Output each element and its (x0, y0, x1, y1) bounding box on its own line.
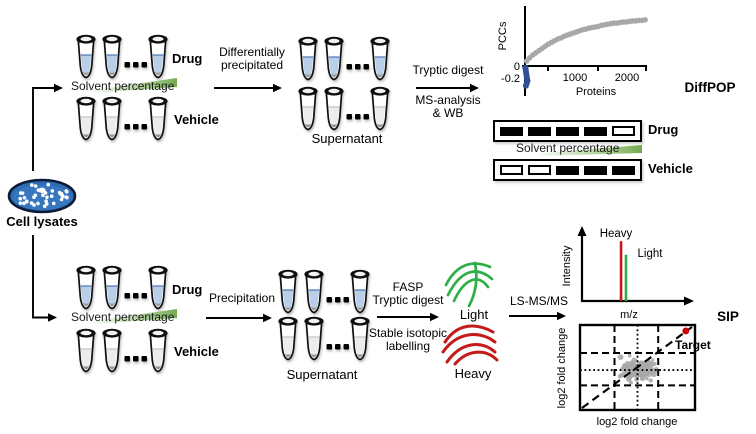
fold-plot-frame (578, 323, 697, 412)
supernatant-label: Supernatant (311, 131, 383, 146)
gel-band-filled (556, 126, 579, 136)
pcc-data-points (522, 17, 648, 89)
step-fasp-line2: Tryptic digest (372, 293, 444, 307)
gel-band-filled (584, 126, 607, 136)
fold-target-point (682, 327, 690, 335)
pcc-ytick-neg02: -0.2 (501, 73, 520, 85)
light-label: Light (459, 307, 489, 322)
supernatant-drug-row (297, 36, 391, 81)
arrow-lsms (509, 311, 566, 321)
vehicle-row-label: Vehicle (174, 112, 219, 127)
ms-spectrum-plot: Heavy Light Intensity m/z (561, 226, 694, 321)
step-tryptic-line2: MS-analysis (415, 93, 481, 107)
solvent-gradient-wedge (93, 309, 177, 324)
sip-title: SIP (717, 309, 739, 324)
light-peptides-icon (444, 261, 494, 308)
arrow-lysates-to-diffpop (32, 83, 63, 171)
arrow-tryptic-digest (416, 83, 479, 93)
gel-band-filled (584, 165, 607, 175)
pcc-ylabel: PCCs (497, 21, 509, 50)
gel-lane-drug (493, 120, 642, 142)
fold-xlabel: log2 fold change (597, 416, 678, 428)
gel-band-open (612, 126, 635, 136)
step-diff-precip-line2: precipitated (220, 58, 284, 72)
pcc-xtick-1000: 1000 (563, 72, 587, 84)
solvent-percentage-label: Solvent percentage (71, 310, 175, 324)
gel-drug-label: Drug (648, 122, 679, 137)
cell-dots (18, 182, 69, 208)
step-fasp-line1: FASP (392, 280, 424, 294)
fold-ylabel: log2 fold change (556, 328, 568, 409)
fold-cloud-points (617, 353, 659, 385)
diffpop-title: DiffPOP (684, 80, 736, 95)
step-tryptic-line1: Tryptic digest (412, 63, 484, 77)
ms-xlabel: m/z (620, 309, 638, 321)
arrow-lysates-to-sip (32, 235, 57, 322)
gel-band-filled (528, 126, 551, 136)
ms-ylabel: Intensity (561, 245, 573, 286)
supernatant-drug-row (277, 269, 371, 314)
supernatant-label: Supernatant (286, 367, 358, 382)
gel-solvent-label: Solvent percentage (516, 141, 620, 155)
gel-band-filled (556, 165, 579, 175)
fold-change-plot: Target log2 fold change log2 fold change (556, 323, 711, 428)
ms-peaks (619, 241, 628, 301)
heavy-peptides-icon (441, 324, 499, 366)
pcc-xlabel: Proteins (576, 86, 617, 98)
arrow-fasp (377, 312, 439, 322)
supernatant-vehicle-row (277, 316, 371, 361)
step-lsms-label: LS-MS/MS (509, 294, 568, 308)
fold-threshold-lines (580, 325, 695, 410)
ms-light-label: Light (638, 248, 664, 260)
gel-band-filled (612, 165, 635, 175)
pcc-ytick-0: 0 (514, 61, 520, 73)
solvent-percentage-label: Solvent percentage (71, 79, 175, 93)
drug-row-label: Drug (172, 51, 203, 66)
heavy-label: Heavy (454, 366, 492, 381)
supernatant-vehicle-row (297, 86, 391, 131)
fold-target-label: Target (675, 338, 711, 352)
arrow-differential-precipitation (214, 83, 282, 93)
drug-tube-row (75, 34, 169, 79)
ms-axes (577, 226, 694, 306)
gel-lane-vehicle (493, 159, 642, 181)
petri-dish (7, 178, 77, 214)
arrow-precipitation (206, 313, 272, 323)
gel-vehicle-label: Vehicle (648, 161, 693, 176)
step-fasp-line4: labelling (385, 339, 431, 353)
step-precipitation-label: Precipitation (208, 291, 276, 305)
gel-band-open (528, 165, 551, 175)
pcc-xtick-2000: 2000 (615, 72, 639, 84)
drug-tube-row (75, 265, 169, 310)
vehicle-tube-row (75, 328, 169, 373)
step-tryptic-line3: & WB (432, 106, 464, 120)
ms-heavy-label: Heavy (600, 228, 633, 240)
step-fasp-line3: Stable isotopic (368, 326, 448, 340)
gel-solvent-wedge (541, 145, 642, 156)
pcc-scatter-plot: 1000 2000 Proteins 0 -0.2 PCCs (497, 6, 648, 98)
solvent-gradient-wedge (93, 78, 177, 93)
gel-band-open (500, 165, 523, 175)
cell-lysates-label: Cell lysates (6, 214, 78, 229)
drug-row-label: Drug (172, 282, 203, 297)
vehicle-tube-row (75, 96, 169, 141)
gel-band-filled (500, 126, 523, 136)
vehicle-row-label: Vehicle (174, 344, 219, 359)
step-diff-precip-line1: Differentially (219, 45, 285, 59)
